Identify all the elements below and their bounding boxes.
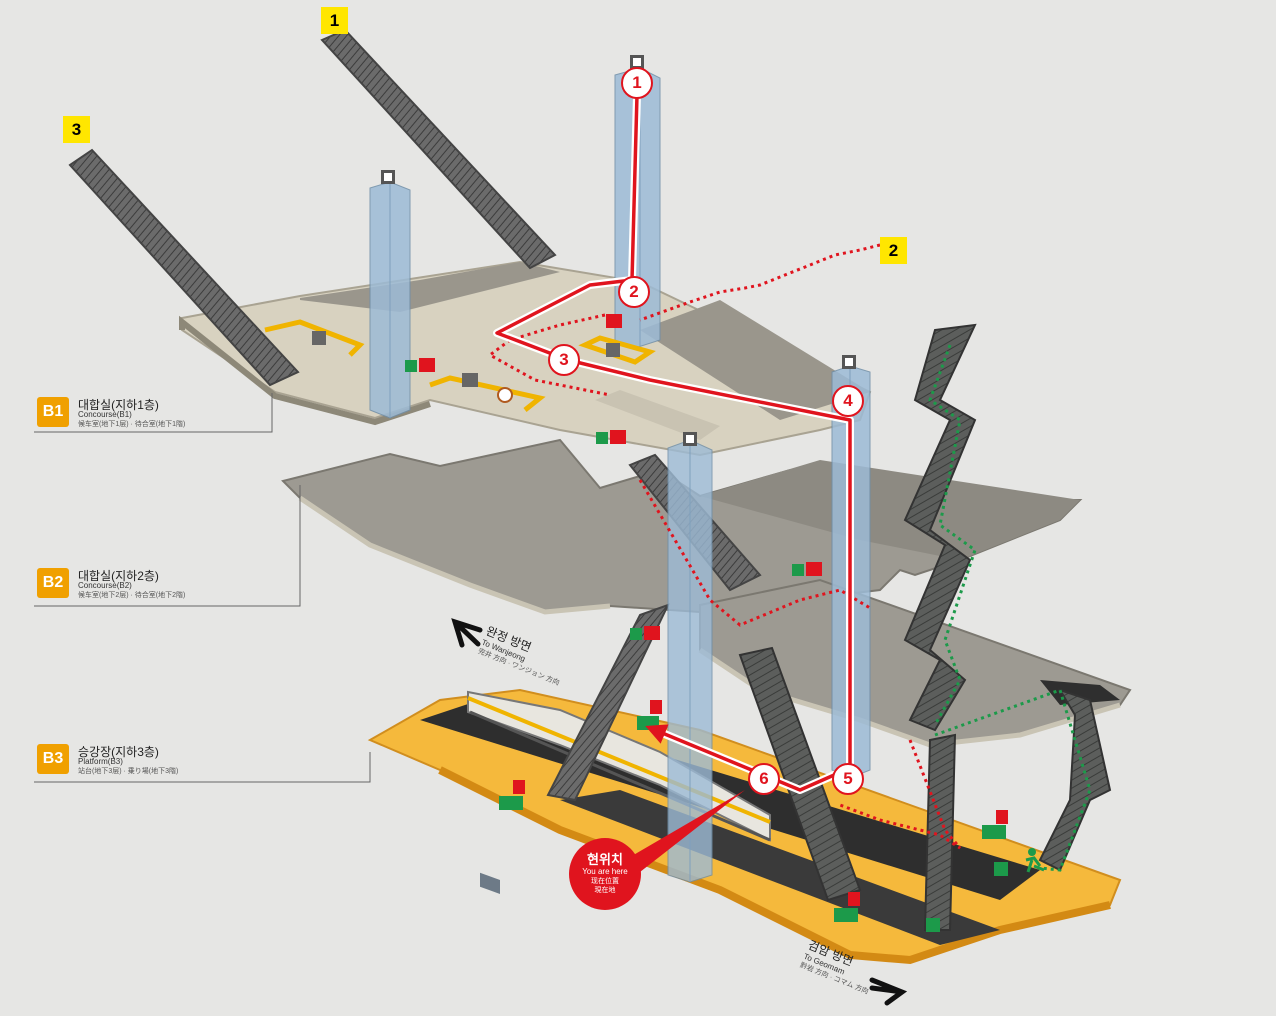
exit-1-label: 1	[329, 11, 340, 30]
route-step-5: 5	[832, 763, 864, 795]
floor-name-jp-b2: 候车室(地下2层) · 待合室(地下2階)	[78, 592, 186, 599]
route-step-2-label: 2	[629, 282, 639, 301]
emergency-equipment-icon	[596, 430, 626, 444]
route-step-3-label: 3	[559, 350, 569, 369]
floor-name-ko-b3: 승강장(지하3층)	[78, 745, 159, 759]
you-are-here-cn: 现在位置	[591, 878, 619, 885]
emergency-exit-icon	[926, 862, 1008, 932]
you-are-here-en: You are here	[582, 867, 628, 876]
route-step-4-label: 4	[843, 391, 853, 410]
emergency-equipment-icon	[982, 810, 1008, 839]
emergency-equipment-icon	[405, 358, 435, 372]
route-step-6: 6	[748, 763, 780, 795]
you-are-here-marker: 현위치 You are here 现在位置 現在地	[569, 838, 641, 910]
emergency-equipment-icon	[606, 314, 622, 328]
running-person-icon	[1025, 848, 1045, 873]
arrow-to-wanjeong	[451, 618, 483, 648]
info-center	[429, 373, 546, 412]
floor-badge-b1: B1	[37, 397, 69, 427]
restroom-area	[264, 319, 365, 357]
exit-3-badge: 3	[63, 116, 90, 143]
route-step-5-label: 5	[843, 769, 853, 788]
you-are-here-pointer	[625, 790, 745, 872]
you-are-here-ko: 현위치	[587, 852, 623, 867]
exit-1-badge: 1	[321, 7, 348, 34]
you-are-here-jp: 現在地	[594, 887, 616, 894]
exit-3-label: 3	[71, 120, 82, 139]
floor-name-ko-b1: 대합실(지하1층)	[78, 398, 159, 412]
floor-badge-b3: B3	[37, 744, 69, 774]
exit-2-badge: 2	[880, 237, 907, 264]
route-step-2: 2	[618, 276, 650, 308]
elevator-shaft-b1	[369, 181, 411, 419]
floor-name-en-b2: Concourse(B2)	[78, 581, 132, 590]
arrow-to-geomam	[869, 977, 908, 1006]
floor-leader-lines	[34, 393, 371, 783]
elevator-icon	[630, 55, 644, 69]
b1-slab	[179, 260, 872, 457]
floor-name-ko-b2: 대합실(지하2층)	[78, 569, 159, 583]
escalator-b2-b3	[546, 603, 670, 802]
elevator-icon	[683, 432, 697, 446]
escalator-exit-1	[320, 28, 557, 270]
main-route	[493, 94, 854, 794]
elevator-icon	[842, 355, 856, 369]
route-step-4: 4	[832, 385, 864, 417]
elevator-icon	[381, 170, 395, 184]
route-step-1: 1	[621, 67, 653, 99]
escalator-exit-3	[68, 148, 300, 387]
secondary-route	[487, 243, 962, 850]
floor-name-en-b1: Concourse(B1)	[78, 410, 132, 419]
emergency-evacuation-route	[928, 344, 1092, 872]
emergency-equipment-icon	[792, 562, 822, 576]
route-step-1-label: 1	[632, 73, 642, 92]
floor-badge-b2: B2	[37, 568, 69, 598]
floor-name-jp-b3: 站台(地下3层) · 乗り場(地下3階)	[78, 768, 179, 775]
emergency-equipment-icon	[637, 700, 662, 730]
emergency-equipment-icon	[834, 892, 860, 922]
stairs-b2-b3	[738, 646, 957, 931]
floor-name-en-b3: Platform(B3)	[78, 757, 123, 766]
emergency-equipment-icon	[499, 780, 525, 810]
exit-2-label: 2	[888, 241, 899, 260]
emergency-equipment-icon	[630, 626, 660, 640]
nursing-room-area	[578, 335, 656, 365]
route-step-3: 3	[548, 344, 580, 376]
floor-name-jp-b1: 候车室(地下1层) · 待合室(地下1階)	[78, 421, 186, 428]
route-step-6-label: 6	[759, 769, 769, 788]
